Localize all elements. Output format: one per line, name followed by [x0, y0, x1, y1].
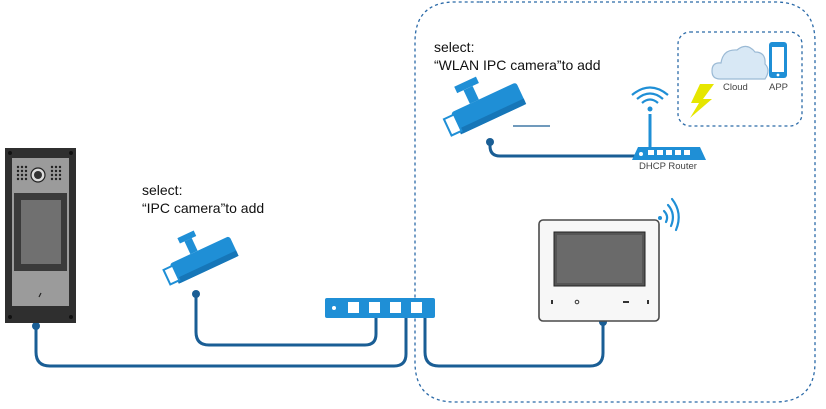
phone-icon [769, 42, 787, 78]
wlan-camera-instruction: “WLAN IPC camera”to add [434, 57, 601, 73]
cable-ipc-camera [194, 294, 378, 347]
internet-zone-border [677, 31, 803, 127]
ipc-camera-select-label: select: [142, 182, 183, 198]
cable-ends [32, 138, 607, 330]
cable-door-station [34, 312, 408, 368]
lan-zone-border [414, 1, 816, 403]
cloud-icon [711, 45, 769, 80]
dhcp-router [631, 86, 706, 160]
ipc-camera-instruction: “IPC camera”to add [142, 200, 265, 216]
cloud-label: Cloud [723, 82, 748, 93]
wlan-camera-select-label: select: [434, 39, 475, 55]
door-station [5, 148, 76, 323]
cable-monitor [423, 312, 605, 368]
router-label: DHCP Router [639, 161, 697, 172]
wlan-ipc-camera-icon [442, 76, 527, 137]
indoor-monitor [538, 197, 680, 322]
wifi-signal-icon [658, 197, 680, 232]
lightning-icon [690, 84, 714, 118]
ipc-camera-icon [162, 230, 239, 286]
app-label: APP [769, 82, 789, 93]
network-switch [325, 298, 435, 318]
cable-wlan-camera [488, 140, 642, 158]
cables [34, 140, 642, 368]
